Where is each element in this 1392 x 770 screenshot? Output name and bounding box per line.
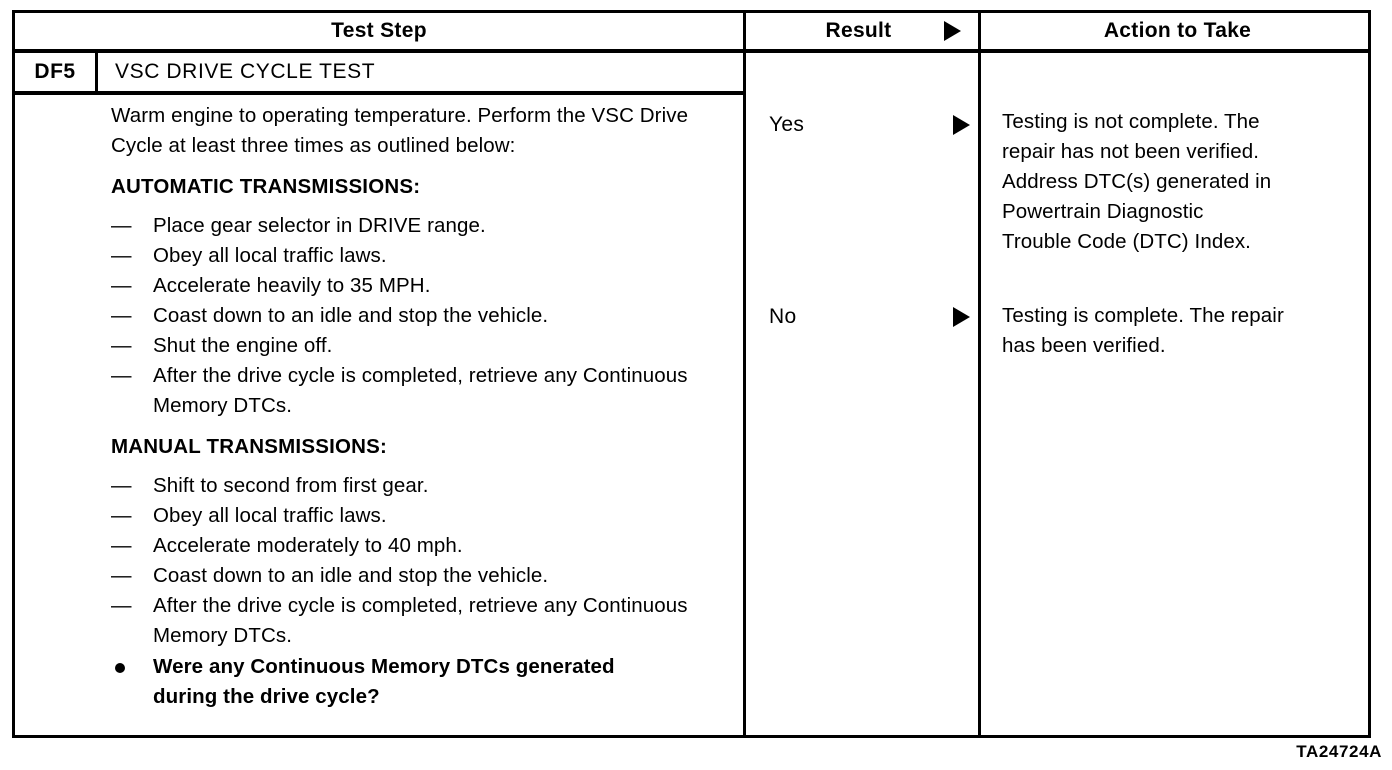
- list-item-text: After the drive cycle is completed, retr…: [153, 594, 688, 647]
- dash-marker: —: [111, 594, 132, 617]
- dash-marker: —: [111, 564, 132, 587]
- action-line: Testing is complete. The repair: [1002, 304, 1284, 327]
- list-item: — After the drive cycle is completed, ret…: [111, 591, 725, 651]
- action-line: Powertrain Diagnostic: [1002, 200, 1204, 223]
- bullet-dot-icon: [115, 663, 125, 673]
- action-for-no: Testing is complete. The repair has been…: [1002, 301, 1360, 361]
- action-to-take-column: Testing is not complete. The repair has …: [978, 53, 1374, 735]
- table-header-row: Test Step Result Action to Take: [15, 13, 1368, 53]
- step-code-label: DF5: [34, 60, 76, 83]
- column-header-test-step: Test Step: [15, 13, 743, 49]
- column-divider-result: [743, 53, 746, 735]
- list-item: — Accelerate heavily to 35 MPH.: [111, 271, 725, 301]
- dash-marker: —: [111, 214, 132, 237]
- manual-transmissions-list: — Shift to second from first gear. — Obey …: [111, 471, 725, 651]
- step-title-label: VSC DRIVE CYCLE TEST: [115, 60, 376, 83]
- list-item: — After the drive cycle is completed, ret…: [111, 361, 725, 421]
- result-option-no[interactable]: No: [743, 303, 978, 331]
- list-item: — Shift to second from first gear.: [111, 471, 725, 501]
- dash-marker: —: [111, 244, 132, 267]
- list-item-text: Shift to second from first gear.: [153, 474, 429, 497]
- action-for-yes: Testing is not complete. The repair has …: [1002, 107, 1360, 257]
- dash-marker: —: [111, 274, 132, 297]
- action-line: has been verified.: [1002, 334, 1166, 357]
- action-line: Address DTC(s) generated in: [1002, 170, 1272, 193]
- step-id-row: DF5 VSC DRIVE CYCLE TEST: [15, 53, 743, 95]
- dash-marker: —: [111, 504, 132, 527]
- dash-marker: —: [111, 534, 132, 557]
- list-item-text: Shut the engine off.: [153, 334, 333, 357]
- column-header-action-label: Action to Take: [1103, 19, 1252, 42]
- automatic-transmissions-list: — Place gear selector in DRIVE range. — Ob…: [111, 211, 725, 421]
- list-item: — Obey all local traffic laws.: [111, 241, 725, 271]
- step-title-cell: VSC DRIVE CYCLE TEST: [98, 53, 743, 91]
- result-yes-label: Yes: [769, 113, 805, 136]
- list-item-text: After the drive cycle is completed, retr…: [153, 364, 688, 417]
- list-item-text: Coast down to an idle and stop the vehic…: [153, 304, 549, 327]
- list-item: — Accelerate moderately to 40 mph.: [111, 531, 725, 561]
- column-header-test-step-label: Test Step: [331, 19, 427, 42]
- list-item-text: Accelerate heavily to 35 MPH.: [153, 274, 431, 297]
- step-body: Warm engine to operating temperature. Pe…: [111, 101, 725, 712]
- diagnostic-table: Test Step Result Action to Take DF5 VSC …: [12, 10, 1371, 738]
- list-item: — Obey all local traffic laws.: [111, 501, 725, 531]
- step-code-cell: DF5: [15, 53, 98, 91]
- list-item: — Shut the engine off.: [111, 331, 725, 361]
- action-line: repair has not been verified.: [1002, 140, 1260, 163]
- dash-marker: —: [111, 304, 132, 327]
- figure-code-label: TA24724A: [1296, 742, 1382, 761]
- result-no-label: No: [769, 305, 797, 328]
- column-header-action-to-take: Action to Take: [978, 13, 1374, 49]
- dash-marker: —: [111, 474, 132, 497]
- result-column: Yes No: [743, 53, 978, 735]
- step-question: Were any Continuous Memory DTCs generate…: [111, 652, 673, 712]
- list-item: — Place gear selector in DRIVE range.: [111, 211, 725, 241]
- column-header-result-label: Result: [825, 19, 892, 42]
- list-item-text: Place gear selector in DRIVE range.: [153, 214, 486, 237]
- test-step-column: DF5 VSC DRIVE CYCLE TEST Warm engine to …: [15, 53, 743, 735]
- list-item-text: Coast down to an idle and stop the vehic…: [153, 564, 549, 587]
- dash-marker: —: [111, 364, 132, 387]
- dash-marker: —: [111, 334, 132, 357]
- list-item-text: Obey all local traffic laws.: [153, 244, 387, 267]
- step-question-text: Were any Continuous Memory DTCs generate…: [153, 655, 615, 708]
- automatic-transmissions-heading: AUTOMATIC TRANSMISSIONS:: [111, 175, 421, 198]
- list-item: — Coast down to an idle and stop the vehi…: [111, 561, 725, 591]
- list-item: — Coast down to an idle and stop the vehi…: [111, 301, 725, 331]
- step-intro-text: Warm engine to operating temperature. Pe…: [111, 104, 689, 157]
- column-divider-action: [978, 53, 981, 735]
- column-header-result: Result: [743, 13, 971, 49]
- list-item-text: Accelerate moderately to 40 mph.: [153, 534, 463, 557]
- action-line: Testing is not complete. The: [1002, 110, 1260, 133]
- right-arrow-icon: [953, 307, 970, 327]
- result-option-yes[interactable]: Yes: [743, 111, 978, 139]
- manual-transmissions-heading: MANUAL TRANSMISSIONS:: [111, 435, 388, 458]
- right-arrow-icon: [953, 115, 970, 135]
- action-line: Trouble Code (DTC) Index.: [1002, 230, 1251, 253]
- right-arrow-icon: [944, 21, 961, 41]
- list-item-text: Obey all local traffic laws.: [153, 504, 387, 527]
